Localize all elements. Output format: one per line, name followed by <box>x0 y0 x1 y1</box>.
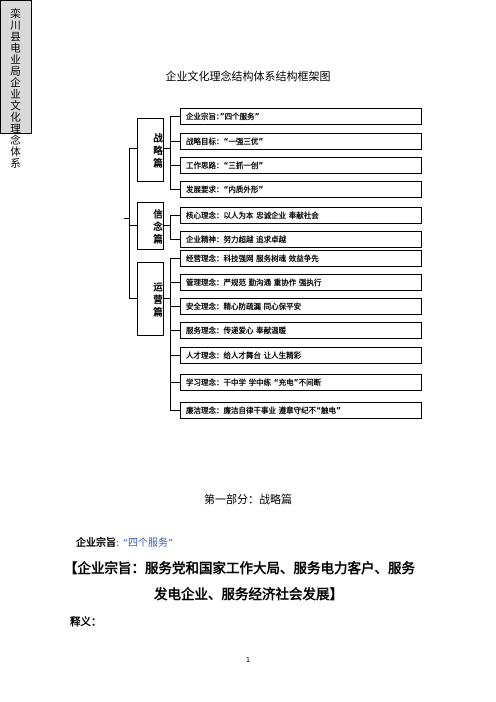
statement-line-2: 发电企业、服务经济社会发展】 <box>154 587 343 603</box>
connector <box>170 165 180 166</box>
connector <box>170 215 180 216</box>
connector <box>170 330 180 331</box>
category-belief: 信念篇 <box>137 202 164 250</box>
connector <box>170 410 180 411</box>
item-box: 战略目标：“一强三优” <box>180 133 422 150</box>
statement-line-1: 【企业宗旨：服务党和国家工作大局、服务电力客户、服务 <box>64 561 415 577</box>
category-strategy: 战略篇 <box>137 118 164 182</box>
connector <box>164 148 170 149</box>
item-box: 人才理念：给人才舞台 让人生精彩 <box>180 347 422 364</box>
connector <box>164 225 170 226</box>
heading-quote: “四个服务” <box>122 538 174 549</box>
connector <box>170 215 171 239</box>
root-label: 栾川县电业局企业文化理念体系 <box>9 8 21 169</box>
item-box: 发展要求：“内质外形” <box>180 181 422 198</box>
item-box: 管理理念：严规范 勤沟通 重协作 强执行 <box>180 274 422 291</box>
connector <box>170 258 180 259</box>
connector <box>129 298 137 299</box>
section-title: 第一部分：战略篇 <box>204 493 292 506</box>
heading-colon: : <box>116 538 120 549</box>
connector <box>170 355 180 356</box>
page-number: 1 <box>245 656 251 664</box>
connector <box>170 116 171 189</box>
item-box: 核心理念：以人为本 忠诚企业 奉献社会 <box>180 207 422 224</box>
interpretation-label: 释义： <box>70 616 102 628</box>
connector <box>170 382 180 383</box>
heading: 企业宗旨: “四个服务” <box>76 534 173 549</box>
connector <box>170 141 180 142</box>
connector <box>170 258 171 410</box>
item-box: 企业精神：努力超越 追求卓越 <box>180 231 422 248</box>
item-box: 经营理念：科技强网 服务树魂 效益争先 <box>180 250 422 267</box>
connector <box>129 148 130 298</box>
connector <box>170 116 180 117</box>
connector <box>129 225 137 226</box>
item-box: 学习理念：干中学 学中练 “充电”不间断 <box>180 374 422 391</box>
connector <box>124 218 130 219</box>
item-box: 廉洁理念：廉洁自律干事业 遵章守纪不“触电” <box>180 402 422 419</box>
connector <box>170 306 180 307</box>
category-operation: 运营篇 <box>137 262 164 336</box>
connector <box>164 298 170 299</box>
connector <box>170 282 180 283</box>
item-box: 服务理念：传递爱心 奉献温暖 <box>180 322 422 339</box>
diagram-title: 企业文化理念结构体系结构框架图 <box>165 70 331 83</box>
heading-label: 企业宗旨 <box>76 538 116 549</box>
item-box: 工作思路：“三抓一创” <box>180 157 422 174</box>
connector <box>170 239 180 240</box>
connector <box>129 148 137 149</box>
connector <box>170 189 180 190</box>
root-box: 栾川县电业局企业文化理念体系 <box>0 0 32 169</box>
item-box: 安全理念：精心防疏漏 同心保平安 <box>180 298 422 315</box>
item-box: 企业宗旨：”四个服务” <box>180 108 422 125</box>
